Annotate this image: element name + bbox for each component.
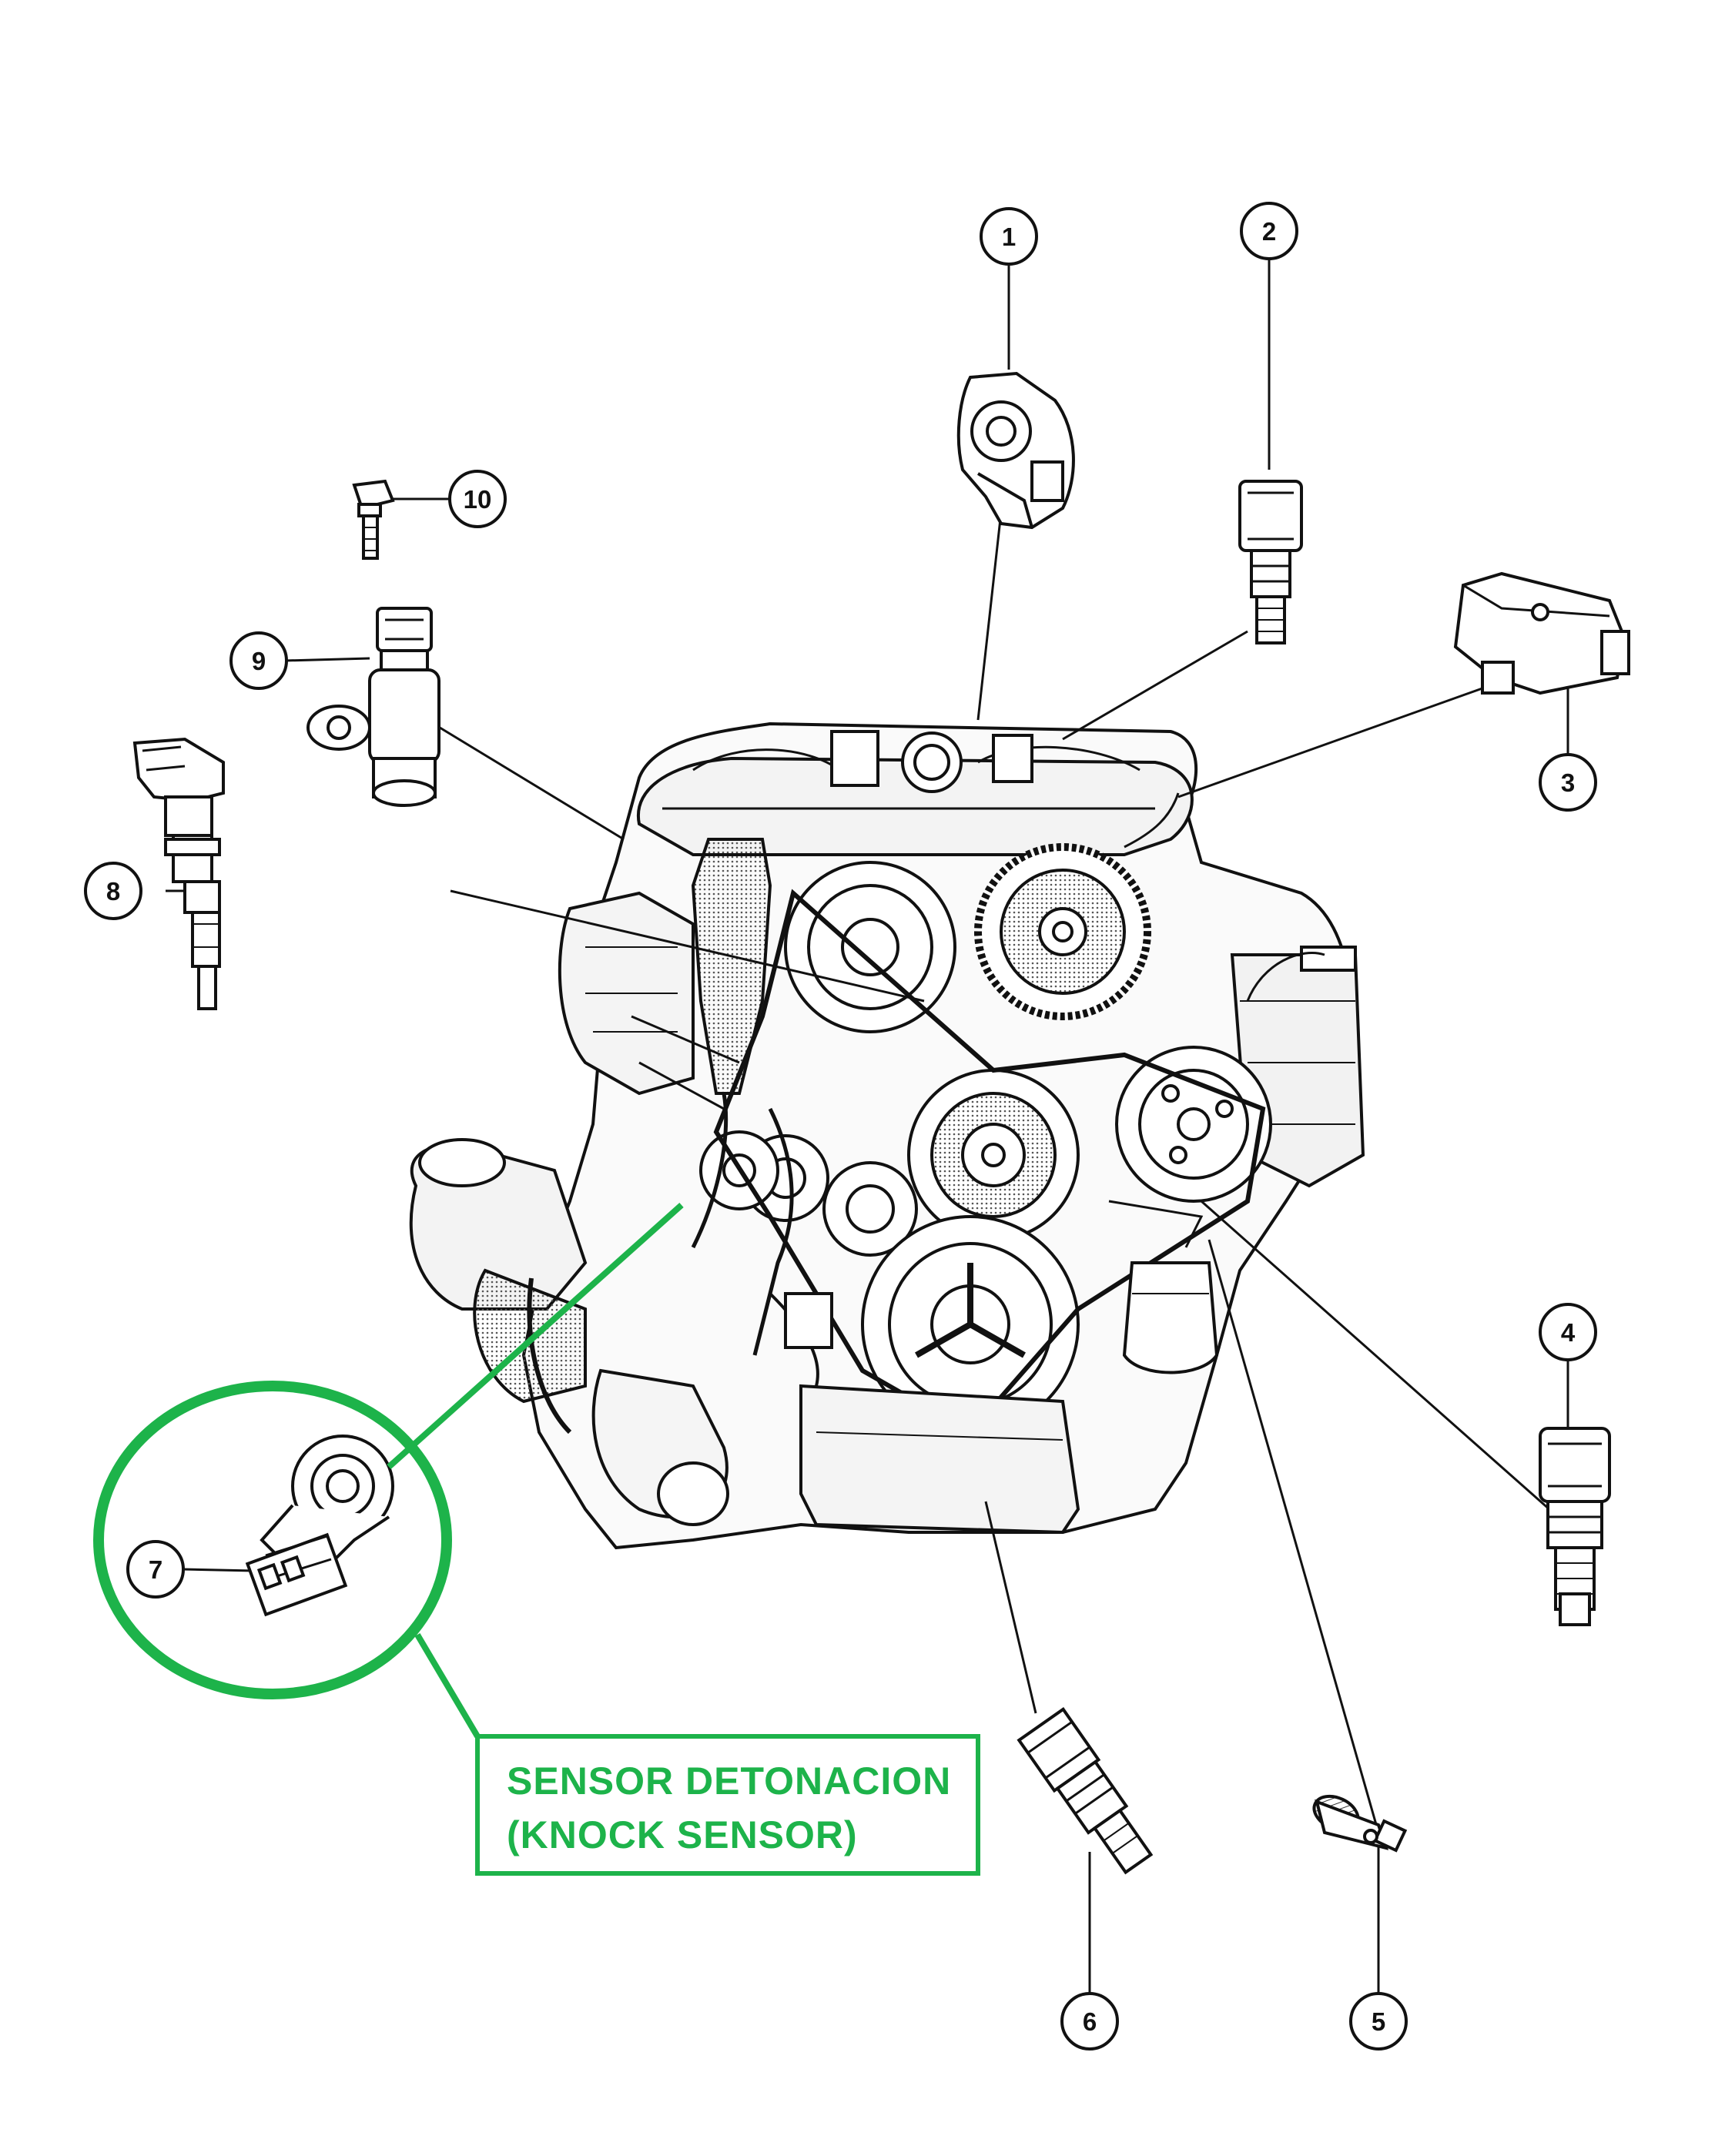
callout-6: 6 [1060, 1992, 1119, 2051]
callout-6-label: 6 [1083, 2007, 1097, 2036]
callout-8: 8 [84, 862, 142, 920]
part-8-injector [132, 737, 225, 1010]
engine-assembly [409, 721, 1365, 1550]
part-5-pressure-switch [1312, 1794, 1408, 1853]
intake-manifold [636, 756, 1194, 856]
callout-2: 2 [1240, 202, 1298, 260]
knock-sensor-highlight [93, 1203, 980, 1876]
callout-10-label: 10 [464, 485, 492, 514]
callout-3-label: 3 [1561, 768, 1575, 797]
callout-8-label: 8 [106, 877, 120, 906]
part-7-knock-sensor [245, 1435, 394, 1617]
highlight-pointer-line [387, 1203, 684, 1469]
leader-lines [166, 258, 1572, 1994]
callout-1-label: 1 [1002, 223, 1016, 251]
callout-3: 3 [1539, 753, 1597, 812]
highlight-connector-line [414, 1632, 481, 1739]
part-1-throttle-position-sensor [956, 371, 1075, 530]
callout-2-label: 2 [1262, 217, 1276, 246]
callout-5: 5 [1349, 1992, 1408, 2051]
callout-4-label: 4 [1561, 1318, 1576, 1347]
part-10-bolt [352, 479, 395, 560]
callout-7: 7 [126, 1540, 185, 1599]
callout-4: 4 [1539, 1303, 1597, 1361]
annotation-line-2: (KNOCK SENSOR) [507, 1813, 858, 1856]
oil-pan [799, 1384, 1080, 1535]
callout-7-label: 7 [149, 1555, 162, 1584]
part-2-temperature-sensor [1238, 480, 1303, 644]
callout-9-label: 9 [252, 647, 266, 675]
oil-filter [1122, 1261, 1219, 1374]
part-3-map-sensor [1453, 571, 1630, 695]
callout-9: 9 [229, 631, 288, 690]
callout-5-label: 5 [1372, 2007, 1385, 2036]
annotation-box [475, 1734, 980, 1876]
part-6-sensor [1017, 1707, 1154, 1875]
annotation-line-1: SENSOR DETONACION [507, 1759, 951, 1803]
part-4-oil-pressure-sensor [1539, 1427, 1611, 1626]
highlight-ellipse [93, 1381, 452, 1699]
part-9-cam-position-sensor [306, 607, 440, 807]
alternator [784, 861, 956, 1033]
callout-10: 10 [448, 470, 507, 528]
callout-1: 1 [980, 207, 1038, 266]
